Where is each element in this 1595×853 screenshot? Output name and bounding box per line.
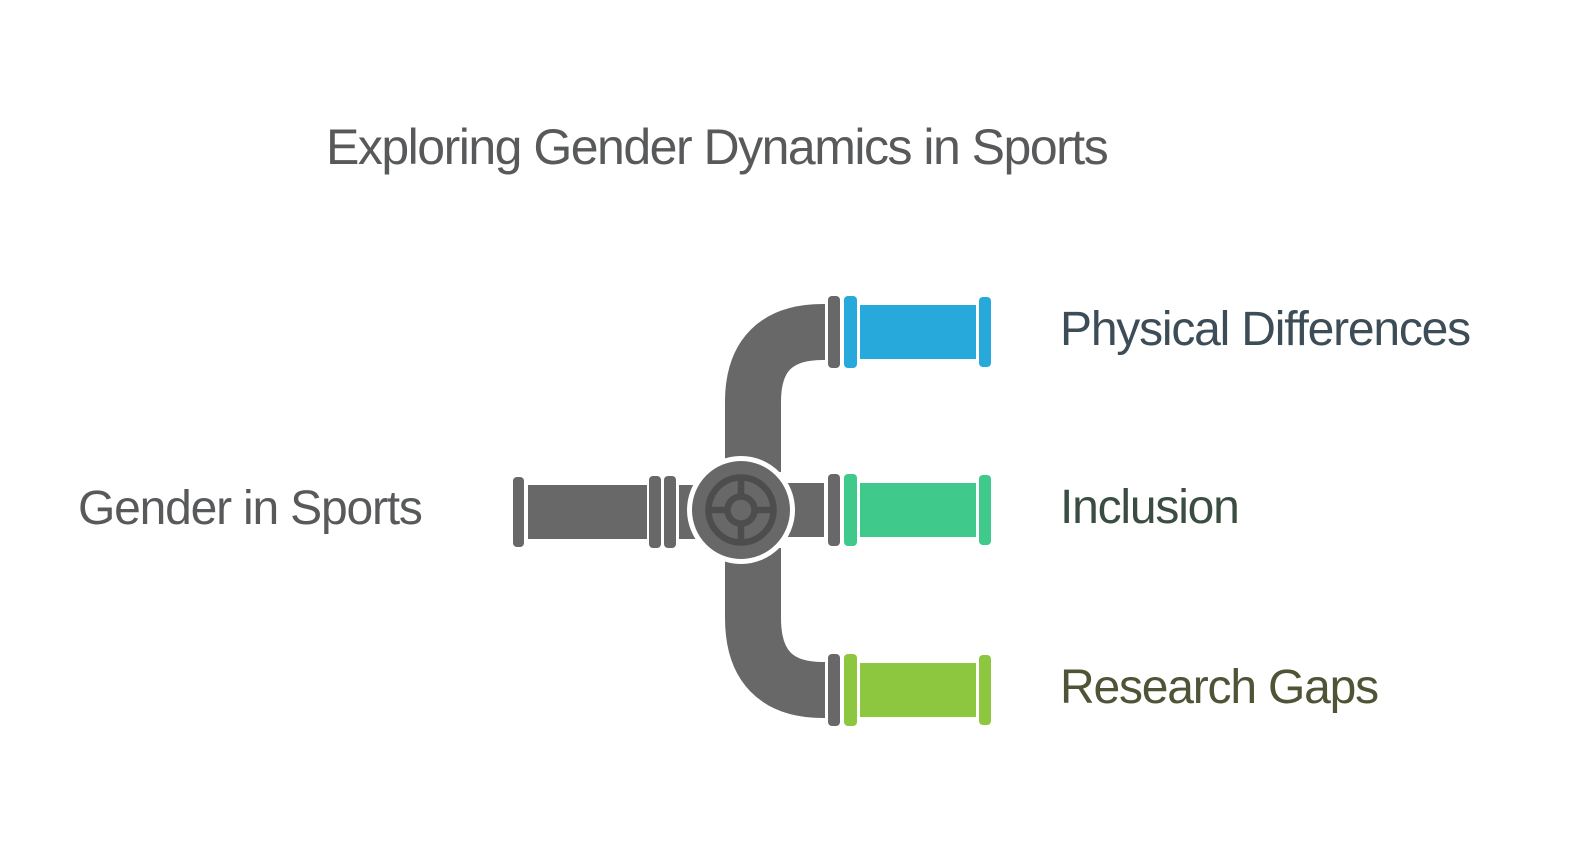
valve-hub <box>724 493 758 527</box>
branch-connector-flange <box>828 474 840 546</box>
branch-label-physical-differences: Physical Differences <box>1060 303 1471 356</box>
branch-pipe-flange <box>844 296 857 368</box>
branch-label-research-gaps: Research Gaps <box>1060 661 1379 714</box>
branch-research-gaps <box>828 654 991 726</box>
main-pipe-endcap <box>513 477 524 547</box>
branch-inclusion <box>828 474 991 546</box>
branch-pipe-endcap <box>979 297 991 367</box>
branch-pipe-endcap <box>979 475 991 545</box>
branch-pipe <box>844 474 991 546</box>
branch-label-inclusion: Inclusion <box>1060 481 1240 534</box>
valve-wheel-icon <box>692 461 790 559</box>
main-pipe-body <box>528 485 647 539</box>
top-elbow-pipe <box>725 304 825 472</box>
branch-pipe-body <box>860 663 976 717</box>
root-node-label: Gender in Sports <box>78 482 423 535</box>
branch-pipe-body <box>860 305 976 359</box>
page-title: Exploring Gender Dynamics in Sports <box>326 119 1109 175</box>
branch-pipe-flange <box>844 474 857 546</box>
main-pipe-flange-2 <box>664 476 676 548</box>
branch-connector-flange <box>828 296 840 368</box>
main-pipe-flange-1 <box>649 476 661 548</box>
branch-physical-differences <box>828 296 991 368</box>
branch-pipe-body <box>860 483 976 537</box>
branch-connector-flange <box>828 654 840 726</box>
bottom-elbow-pipe <box>725 548 825 718</box>
branch-pipe-flange <box>844 654 857 726</box>
branch-pipe <box>844 654 991 726</box>
elbow-pipes <box>725 304 825 718</box>
branch-pipe <box>844 296 991 368</box>
branch-pipe-endcap <box>979 655 991 725</box>
